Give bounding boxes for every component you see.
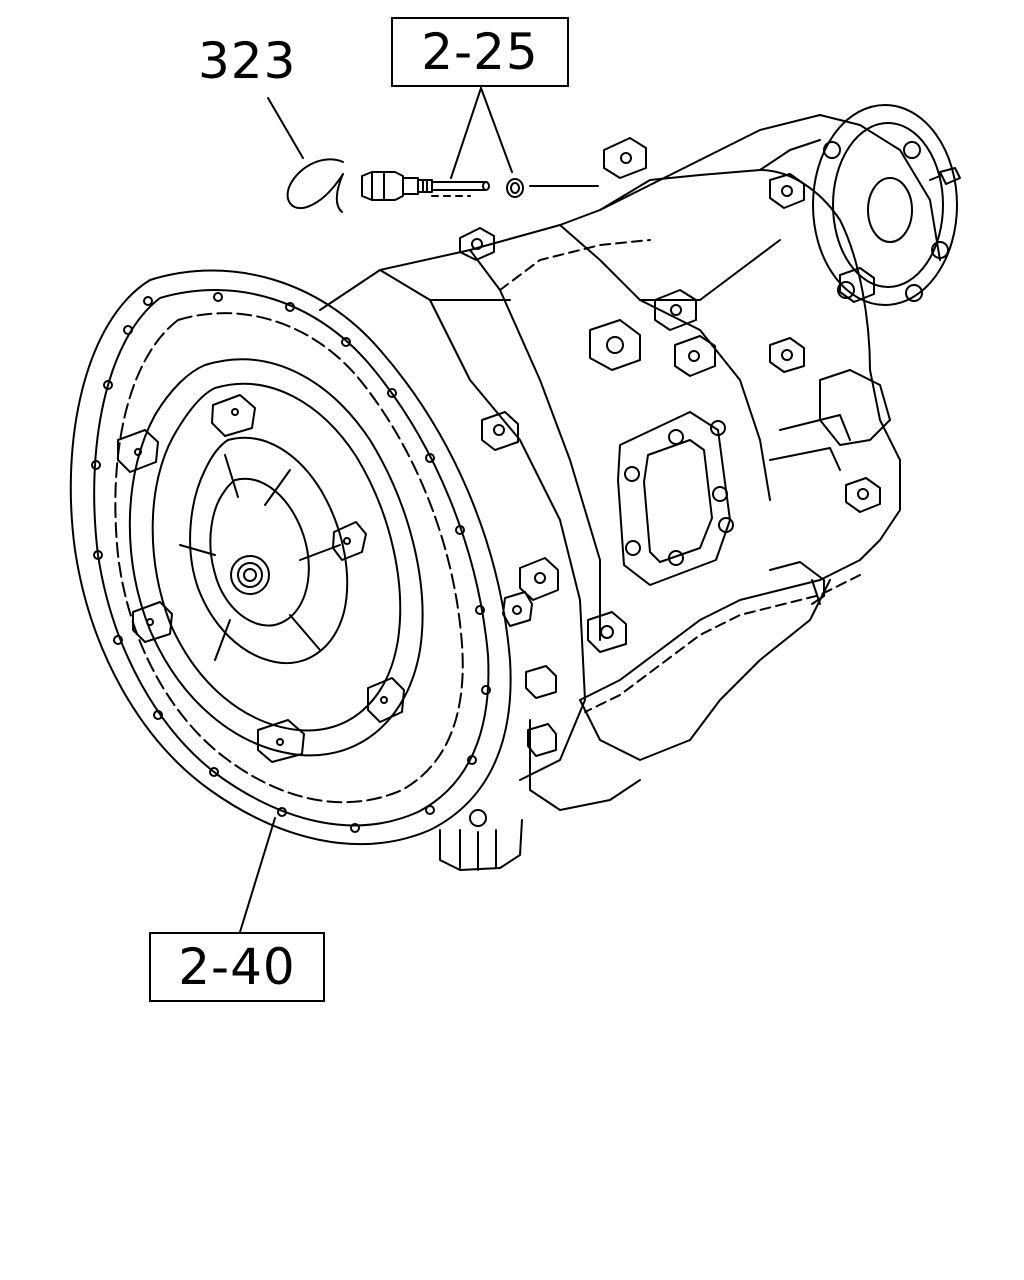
callout-2-40-box[interactable]: 2-40 (149, 932, 325, 1002)
callout-2-25-label: 2-25 (421, 23, 539, 81)
callout-2-25-box[interactable]: 2-25 (391, 17, 569, 87)
output-flange (812, 104, 961, 306)
o-ring-icon[interactable] (286, 158, 344, 213)
speed-sensor-icon[interactable] (361, 171, 490, 201)
callout-323-label[interactable]: 323 (198, 32, 297, 90)
callout-2-40-label: 2-40 (178, 938, 296, 996)
washer-icon[interactable] (506, 178, 524, 198)
transmission-case (319, 114, 941, 871)
torque-converter (117, 358, 424, 763)
leader-lines (239, 87, 513, 933)
bell-housing (69, 269, 512, 846)
inspection-cover (617, 411, 734, 586)
case-details (459, 137, 891, 757)
